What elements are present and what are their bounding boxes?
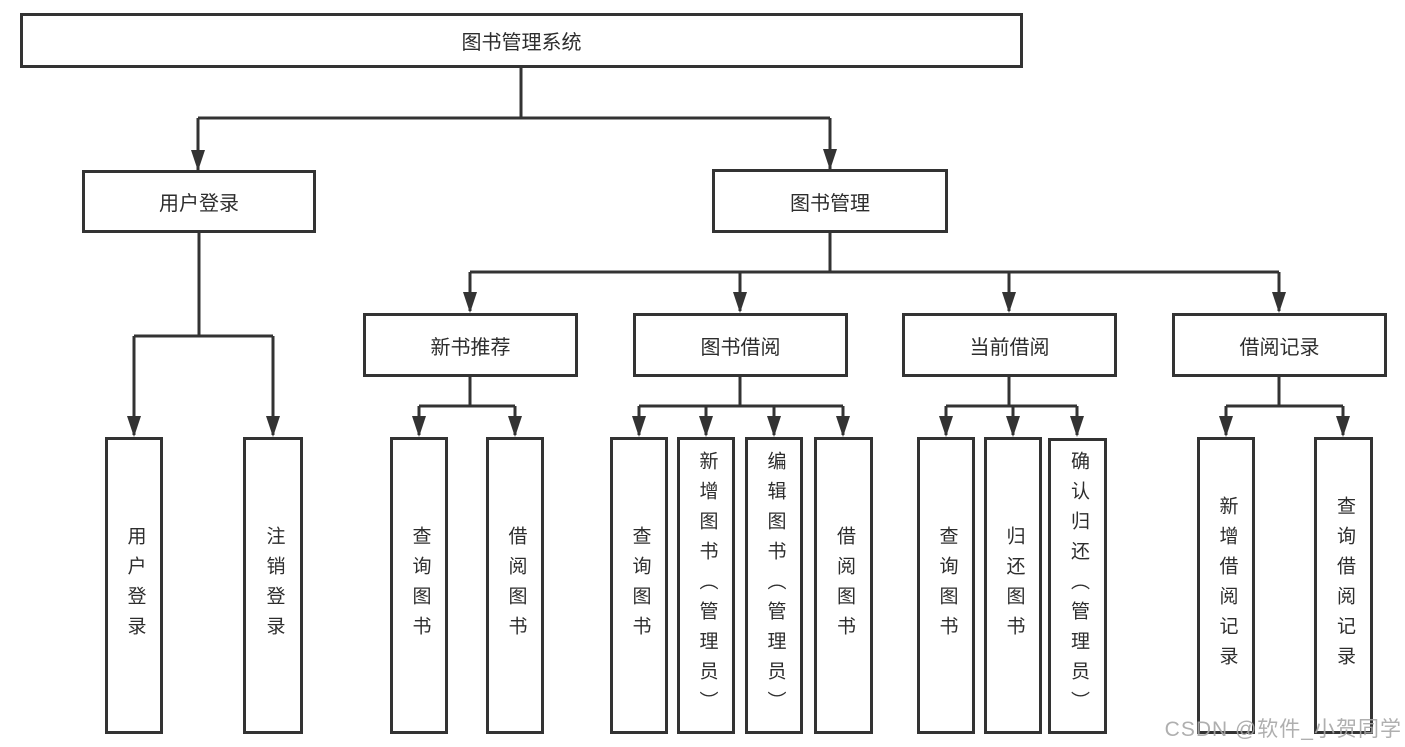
arrowhead [1272,292,1286,313]
leaf-logout: 注销登录 [243,437,303,734]
leaf-label: 归还图书 [1003,525,1025,646]
arrowhead [127,416,141,437]
arrowhead [412,416,426,437]
leaf-label: 确认归还（管理员） [1067,451,1089,721]
arrowhead [836,416,850,437]
arrowhead [699,416,713,437]
arrowhead [733,292,747,313]
node-book-borrowing: 图书借阅 [633,313,848,377]
arrowhead [1336,416,1350,437]
leaf-borrow-books-1: 借阅图书 [486,437,544,734]
arrowheads [127,149,1350,437]
arrowhead [1002,292,1016,313]
leaf-label: 查询图书 [409,525,431,646]
connector-new-book-recommend [417,377,517,435]
leaf-return-books: 归还图书 [984,437,1042,734]
connector-book-management [468,233,1281,311]
leaf-label: 用户登录 [124,525,146,646]
leaf-label: 查询借阅记录 [1333,495,1355,676]
arrowhead [266,416,280,437]
arrowhead [1219,416,1233,437]
arrowhead [191,150,205,171]
arrowhead [823,149,837,170]
leaf-label: 查询图书 [629,525,651,646]
arrowhead [939,416,953,437]
arrowhead [632,416,646,437]
leaf-add-borrow-record: 新增借阅记录 [1197,437,1255,734]
leaf-query-books-1: 查询图书 [390,437,448,734]
arrowhead [767,416,781,437]
node-borrowing-records: 借阅记录 [1172,313,1387,377]
leaf-label: 新增借阅记录 [1216,495,1238,676]
leaf-label: 新增图书（管理员） [696,450,718,721]
leaf-label: 借阅图书 [833,525,855,646]
connector-user-login [132,233,275,435]
node-current-borrowing: 当前借阅 [902,313,1117,377]
connector-borrowing-records [1224,377,1345,435]
node-root: 图书管理系统 [20,13,1023,68]
leaf-query-books-2: 查询图书 [610,437,668,734]
leaf-confirm-return-admin: 确认归还（管理员） [1048,438,1107,734]
leaf-query-borrow-record: 查询借阅记录 [1314,437,1373,734]
csdn-watermark: CSDN @软件_小贺同学 [1164,718,1402,741]
leaf-add-books-admin: 新增图书（管理员） [677,437,735,734]
arrowhead [1070,416,1084,437]
connector-root [196,68,832,170]
leaf-borrow-books-2: 借阅图书 [814,437,873,734]
leaf-label: 借阅图书 [505,525,527,646]
arrowhead [463,292,477,313]
leaf-user-login: 用户登录 [105,437,163,734]
node-new-book-recommend: 新书推荐 [363,313,578,377]
node-user-login: 用户登录 [82,170,316,233]
arrowhead [1006,416,1020,437]
node-book-management: 图书管理 [712,169,948,233]
leaf-label: 查询图书 [936,525,958,646]
leaf-label: 注销登录 [263,525,285,646]
leaf-label: 编辑图书（管理员） [764,450,786,721]
leaf-query-books-3: 查询图书 [917,437,975,734]
leaf-edit-books-admin: 编辑图书（管理员） [745,437,803,734]
arrowhead [508,416,522,437]
connector-book-borrowing [637,377,845,435]
